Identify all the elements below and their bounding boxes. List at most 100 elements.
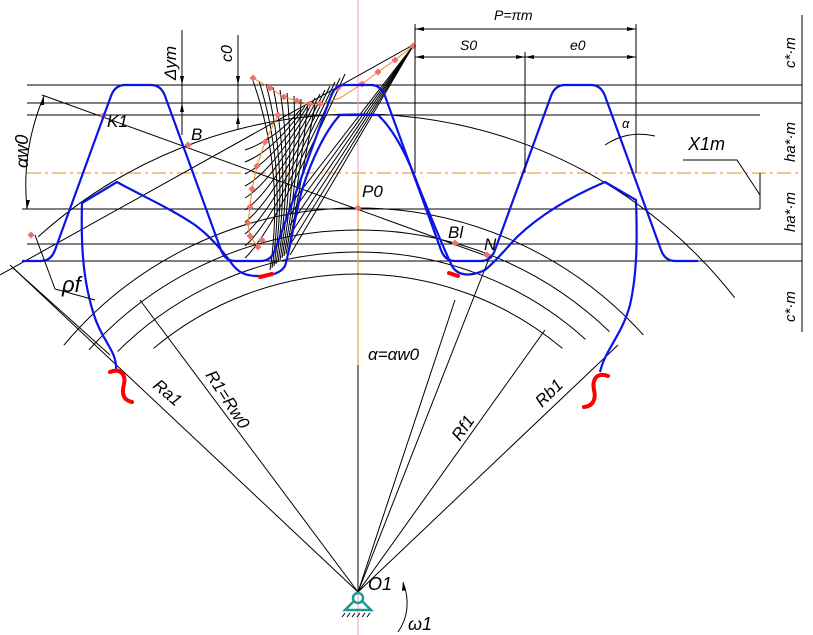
gear-circle-arc [63, 207, 644, 346]
envelope-curves [244, 45, 414, 271]
label-ra1: Ra1 [149, 376, 185, 411]
gear-circle-arc [153, 273, 563, 349]
tip-locus-top [252, 77, 320, 105]
locus-point [246, 203, 254, 211]
undercut-mark-right [582, 373, 610, 409]
label-delta-y: Δym [161, 46, 180, 81]
label-n: N [484, 235, 497, 254]
envelope-line [289, 45, 414, 246]
gear-tooth-center-left [80, 114, 341, 373]
locus-point [246, 232, 254, 240]
locus-point [274, 111, 282, 119]
locus-point [27, 231, 35, 239]
label-addendum-top: ha*·m [782, 122, 799, 162]
gear-tooth-center-right [340, 113, 638, 373]
label-addendum-bottom: ha*·m [782, 192, 799, 232]
envelope-line [289, 45, 414, 236]
label-k1: K1 [107, 112, 128, 131]
delta-y-arrows [180, 76, 184, 112]
label-r1: R1=Rw0 [202, 367, 254, 433]
shift-leader [683, 159, 761, 196]
rack-tool-profile [22, 83, 698, 263]
radial-line [357, 329, 546, 593]
labels: P=πm S0 e0 c*·m ha*·m ha*·m c*·m α X1m α… [12, 7, 799, 634]
tangent-line [0, 44, 414, 276]
label-rho-f: ρf [61, 272, 84, 297]
radial-line [357, 255, 491, 593]
locus-point [293, 97, 301, 105]
label-rb1: Rb1 [531, 375, 566, 410]
label-x1m: X1m [687, 134, 725, 154]
radial-lines [9, 255, 619, 593]
locus-point [391, 56, 399, 64]
envelope-curve [244, 109, 301, 151]
label-o1: O1 [368, 574, 392, 594]
gear-circle-arc [37, 113, 736, 299]
pivot-support-icon [341, 591, 375, 618]
label-clearance-bottom: c*·m [782, 291, 799, 322]
locus-point [316, 100, 324, 108]
envelope-curve [285, 101, 309, 255]
envelope-curve [251, 77, 276, 271]
locus-point [261, 138, 269, 146]
working-angle-arc [25, 95, 45, 210]
locus-point [306, 100, 314, 108]
envelope-curve [281, 95, 295, 259]
radial-line [139, 299, 359, 593]
locus-point [451, 239, 459, 247]
envelope-curve [244, 105, 306, 163]
radial-line [357, 299, 456, 593]
undercut-mark-left [108, 368, 134, 404]
label-angle-eq: α=αw0 [368, 345, 420, 364]
label-p0: P0 [362, 182, 383, 201]
locus-point [249, 74, 257, 82]
label-alpha: α [622, 116, 630, 131]
locus-point [244, 219, 252, 227]
locus-point [254, 243, 262, 251]
label-alpha-w0: αw0 [12, 135, 32, 168]
envelope-curve [244, 101, 311, 175]
envelope-curve [244, 81, 336, 235]
label-b: B [191, 125, 202, 144]
fillet-leader [34, 234, 96, 301]
envelope-line [289, 45, 414, 206]
gear-circles [37, 113, 736, 352]
locus-point [253, 162, 261, 170]
locus-point [248, 185, 256, 193]
label-c0: c0 [219, 45, 236, 62]
envelope-curve [244, 73, 346, 259]
fillet-dim-line [12, 267, 111, 356]
locus-points [27, 42, 491, 259]
label-rf1: Rf1 [448, 412, 479, 445]
label-omega: ω1 [408, 614, 432, 634]
label-pitch: P=πm [494, 7, 533, 23]
pitch-dimensions [414, 24, 637, 173]
label-s0: S0 [460, 37, 477, 53]
envelope-line [289, 45, 414, 226]
radial-line [357, 344, 619, 593]
locus-point [280, 93, 288, 101]
radial-line [9, 264, 359, 593]
envelope-curve [283, 98, 302, 257]
label-bl: Bl [448, 223, 464, 242]
envelope-line [289, 45, 414, 256]
gear-circle-arc [88, 229, 610, 351]
envelope-curve [277, 89, 287, 263]
locus-point [184, 141, 192, 149]
tip-locus-right [319, 45, 414, 105]
label-clearance-top: c*·m [782, 37, 799, 68]
root-mark-right [447, 271, 460, 278]
envelope-line [289, 45, 414, 216]
locus-point [483, 251, 491, 259]
line-of-action [41, 94, 493, 259]
rack-reference-lines [22, 15, 803, 332]
profile-angle-arc [604, 133, 656, 146]
envelope-curve [244, 85, 331, 223]
root-mark-left [258, 272, 274, 279]
locus-point [374, 68, 382, 76]
label-e0: e0 [570, 37, 586, 53]
envelope-curve [258, 80, 278, 269]
locus-point [266, 84, 274, 92]
